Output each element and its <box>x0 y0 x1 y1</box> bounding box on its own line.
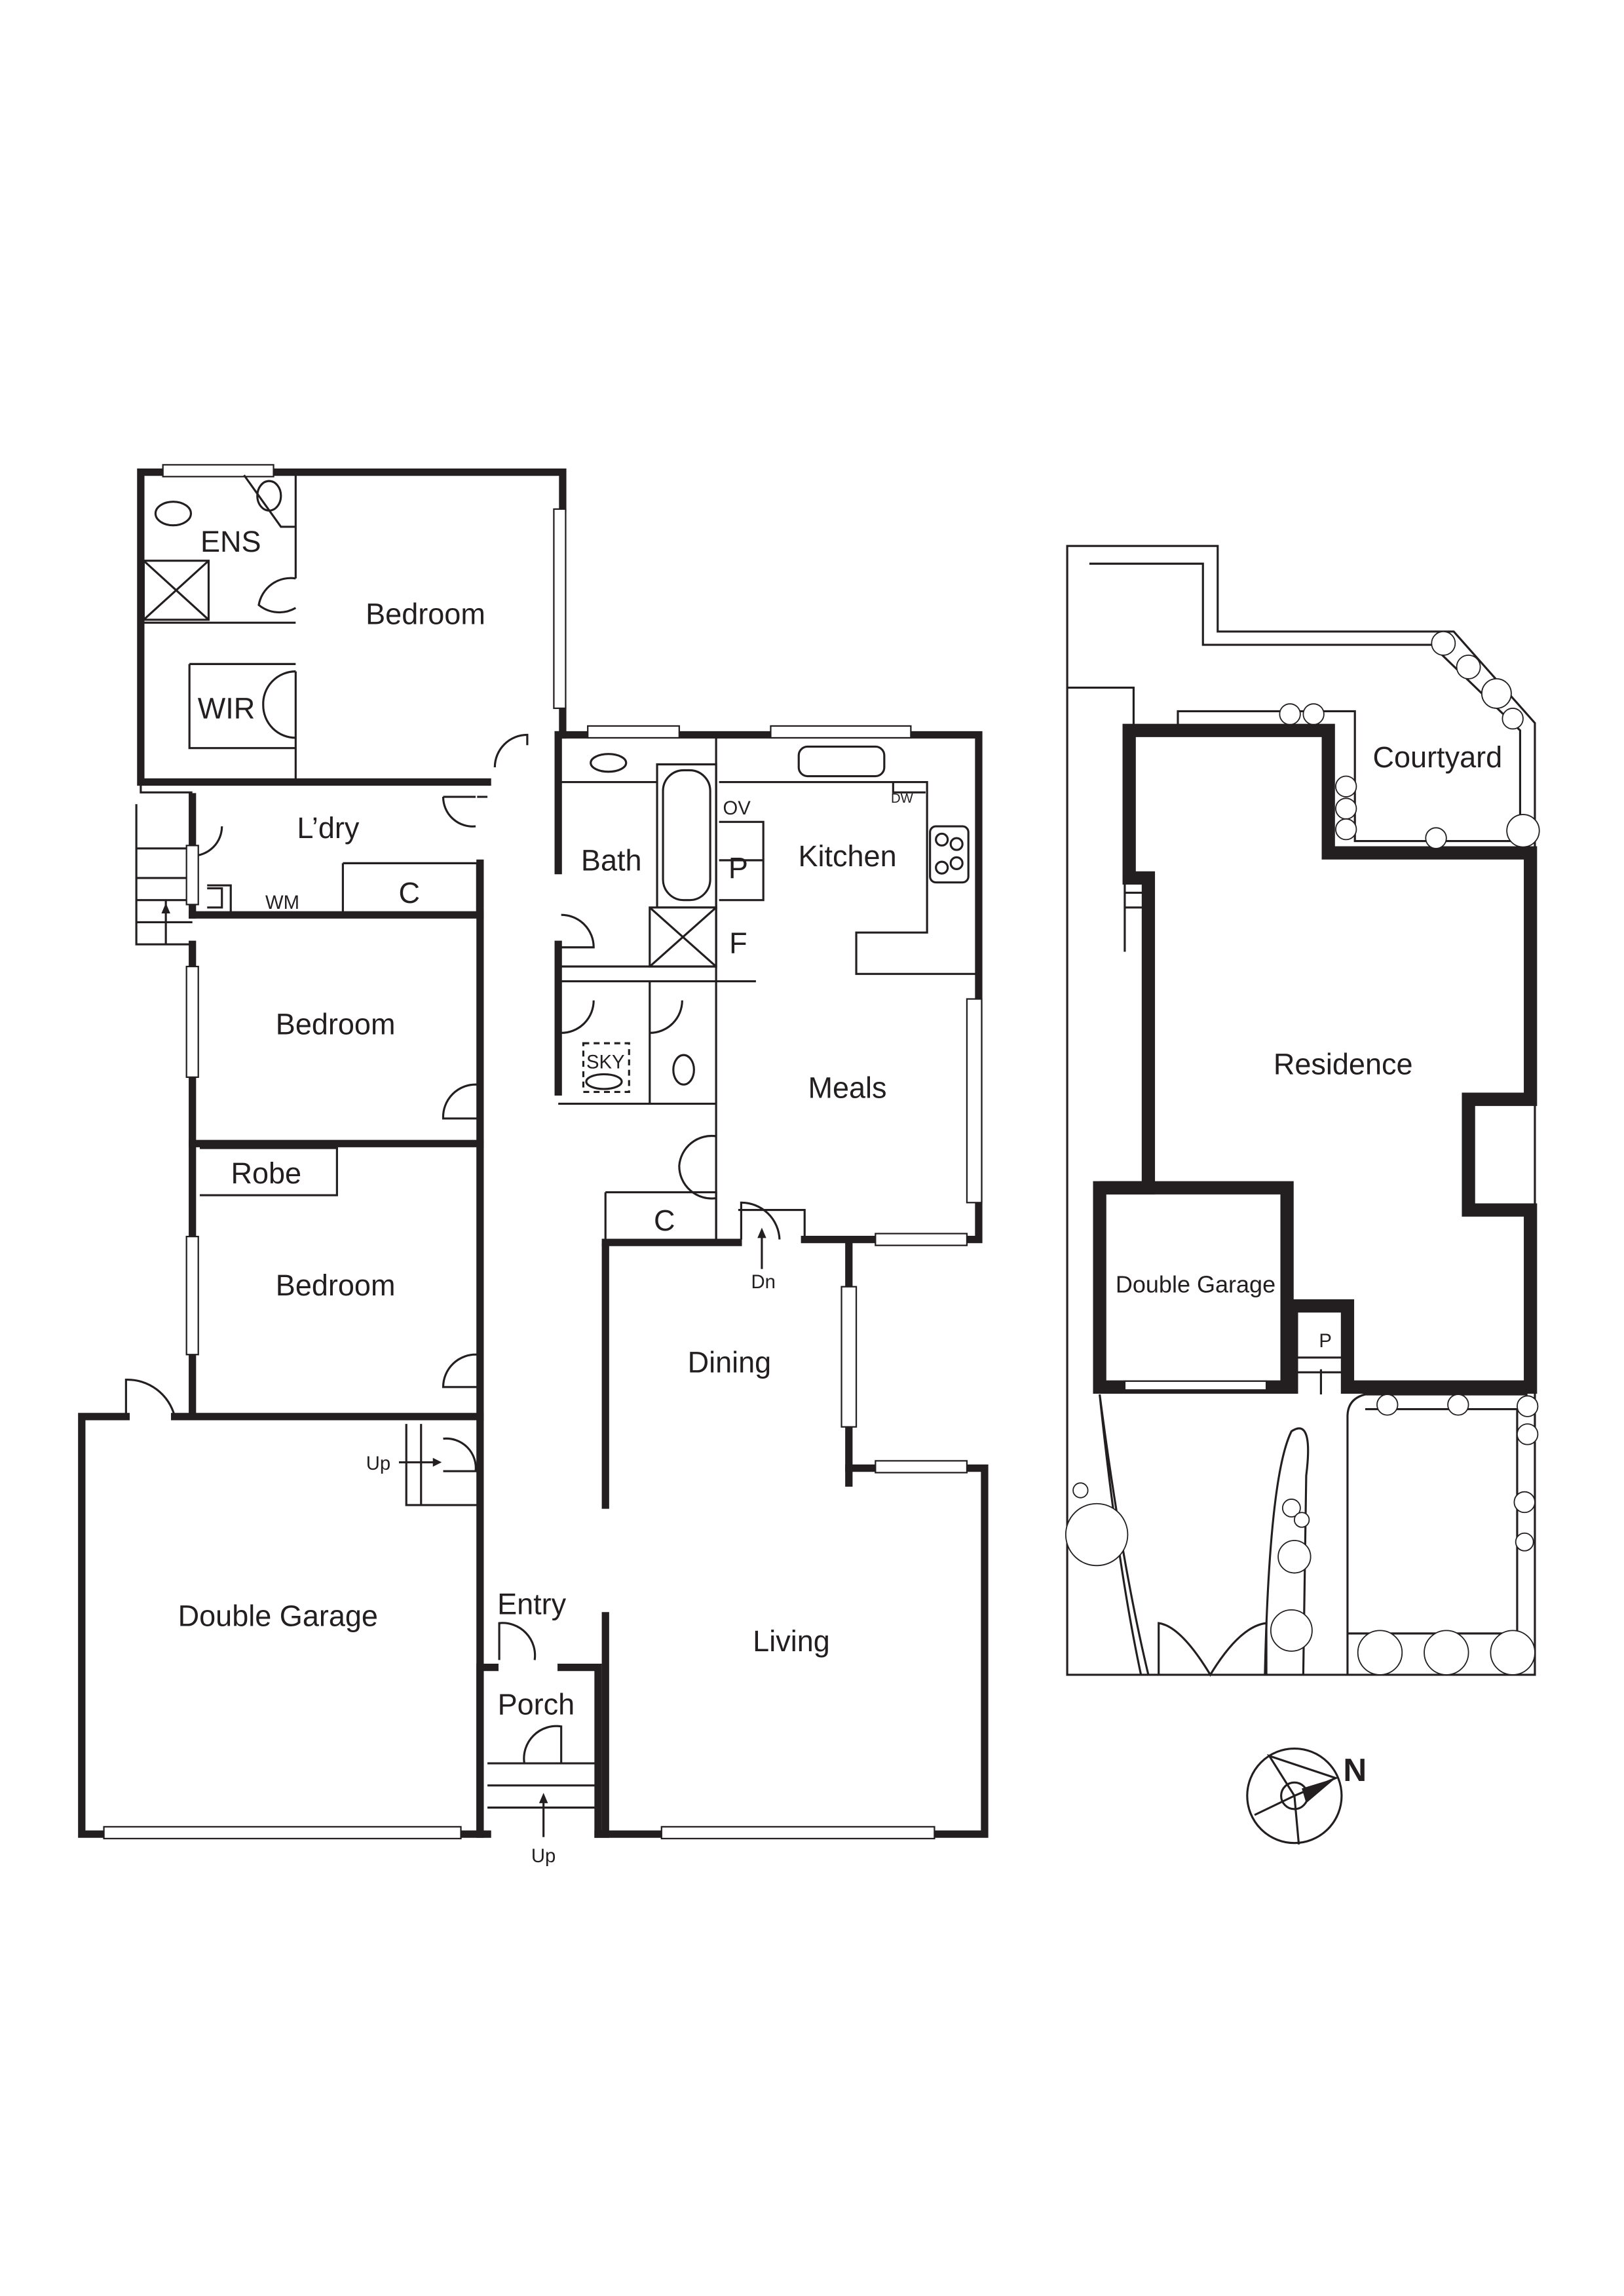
room-label-ensuite: ENS <box>200 525 261 558</box>
room-label-master-bedroom: Bedroom <box>366 598 485 631</box>
cooktop-icon <box>929 825 970 884</box>
room-label-laundry: L’dry <box>297 811 360 845</box>
room-label-bedroom-2: Bedroom <box>276 1008 396 1041</box>
label-stairs-up-porch: Up <box>531 1846 556 1867</box>
label-dishwasher: DW <box>891 792 914 806</box>
sink-icon <box>797 745 886 778</box>
room-label-robe: Robe <box>231 1157 301 1190</box>
label-washing-machine: WM <box>265 892 299 913</box>
room-label-porch: Porch <box>498 1688 575 1721</box>
basin-icon <box>590 753 628 773</box>
toilet-icon <box>672 1054 695 1086</box>
window <box>185 1235 199 1356</box>
label-stairs-down: Dn <box>751 1272 775 1293</box>
window <box>553 508 567 710</box>
room-label-kitchen: Kitchen <box>798 839 896 873</box>
label-pantry: P <box>728 851 748 885</box>
label-hall-cupboard: C <box>654 1204 675 1237</box>
bathtub-icon <box>662 769 711 902</box>
window <box>875 1460 968 1474</box>
window <box>966 998 983 1204</box>
site-label-porch: P <box>1319 1331 1332 1352</box>
room-label-bath: Bath <box>581 844 642 877</box>
window <box>587 725 680 739</box>
garage-door <box>103 1826 462 1840</box>
window <box>840 1286 858 1428</box>
window <box>162 464 274 478</box>
site-label-double-garage: Double Garage <box>1116 1271 1275 1298</box>
label-stairs-up-garage: Up <box>366 1453 390 1474</box>
label-skylight: SKY <box>586 1052 625 1073</box>
window <box>875 1233 968 1246</box>
window <box>770 725 912 739</box>
label-laundry-cupboard: C <box>398 876 420 909</box>
tree-icons <box>1065 630 1540 1675</box>
room-label-entry: Entry <box>497 1588 567 1621</box>
compass-north-arrow: N <box>1246 1747 1367 1845</box>
room-label-double-garage: Double Garage <box>178 1599 378 1633</box>
window <box>185 845 199 906</box>
label-fridge: F <box>729 927 747 960</box>
garage-door <box>1124 1380 1268 1391</box>
toilet-icon <box>154 501 193 527</box>
label-oven: OV <box>723 798 751 819</box>
compass-north-label: N <box>1343 1752 1367 1788</box>
main-floor-plan: Bedroom ENS WIR L’dry WM C Bedroom Robe … <box>78 464 989 1867</box>
window <box>660 1826 935 1840</box>
window <box>185 965 199 1079</box>
room-label-living: Living <box>753 1624 830 1658</box>
room-label-meals: Meals <box>808 1071 886 1104</box>
room-label-bedroom-3: Bedroom <box>276 1269 396 1302</box>
site-plan: Courtyard Residence Double Garage P <box>1065 545 1540 1677</box>
room-label-dining: Dining <box>688 1345 772 1379</box>
site-label-courtyard: Courtyard <box>1372 740 1502 774</box>
room-label-wir: WIR <box>198 692 255 725</box>
site-label-residence: Residence <box>1274 1047 1413 1081</box>
